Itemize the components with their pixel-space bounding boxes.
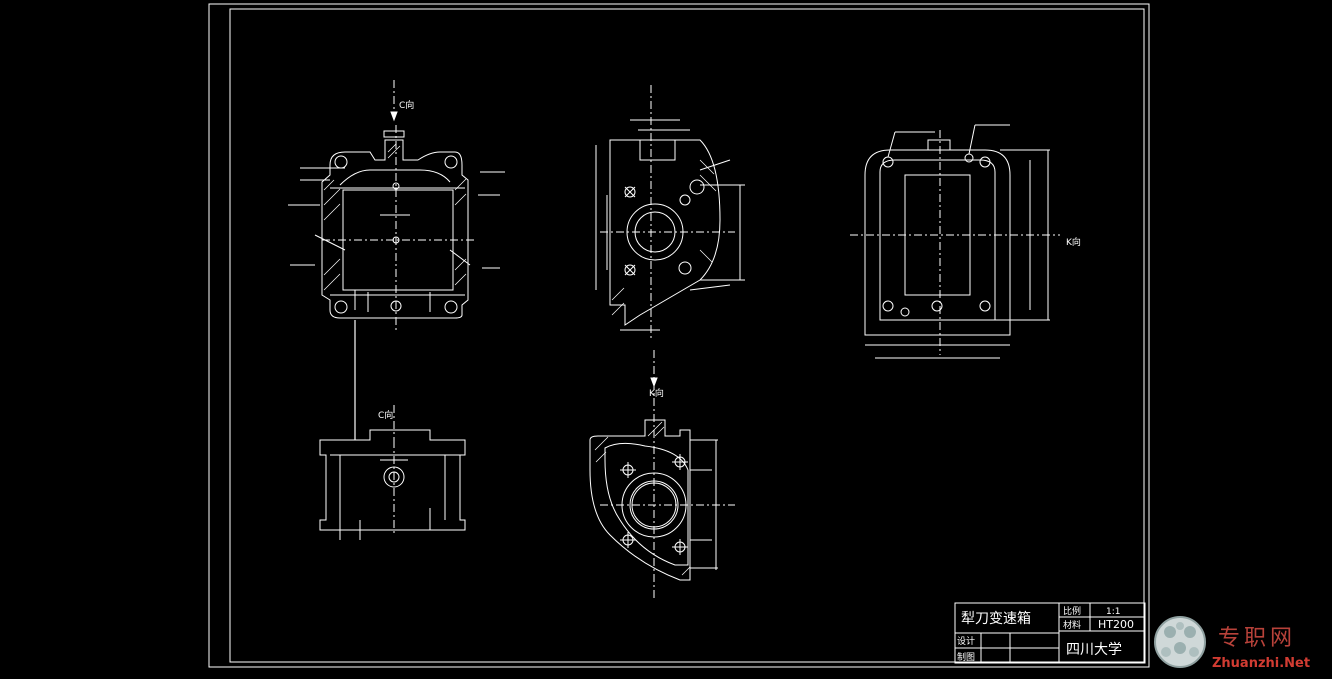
title-material-label: 材料 [1063,619,1081,631]
view-top-left-section [288,80,505,440]
k-view-label-right: K向 [1066,236,1081,248]
title-drawn-label: 制图 [957,651,975,663]
view-bottom-left [319,405,466,540]
title-scale-label: 比例 [1063,605,1081,617]
title-part-name: 犁刀变速箱 [961,611,1031,627]
title-block [954,602,1146,664]
watermark-en: Zhuanzhi.Net [1212,656,1310,671]
k-view-label-bottom: K向 [649,387,664,399]
view-bottom-middle [589,350,735,600]
watermark-cn: 专职网 [1218,626,1296,651]
outer-frame [208,3,1150,668]
title-material-value: HT200 [1098,618,1134,631]
inner-frame [229,8,1145,663]
view-bottom-middle-hatch [594,421,691,576]
title-scale-value: 1:1 [1106,607,1120,617]
view-top-middle-hatch [611,159,717,316]
c-view-label-bottom: C向 [378,409,393,421]
view-top-middle [595,85,745,340]
view-top-right [850,124,1060,359]
watermark-logo [1154,616,1206,668]
view-top-left-hatch [323,143,467,291]
title-designed-label: 设计 [957,635,975,647]
c-view-label-top: C向 [399,99,414,111]
title-organization: 四川大学 [1066,642,1122,658]
